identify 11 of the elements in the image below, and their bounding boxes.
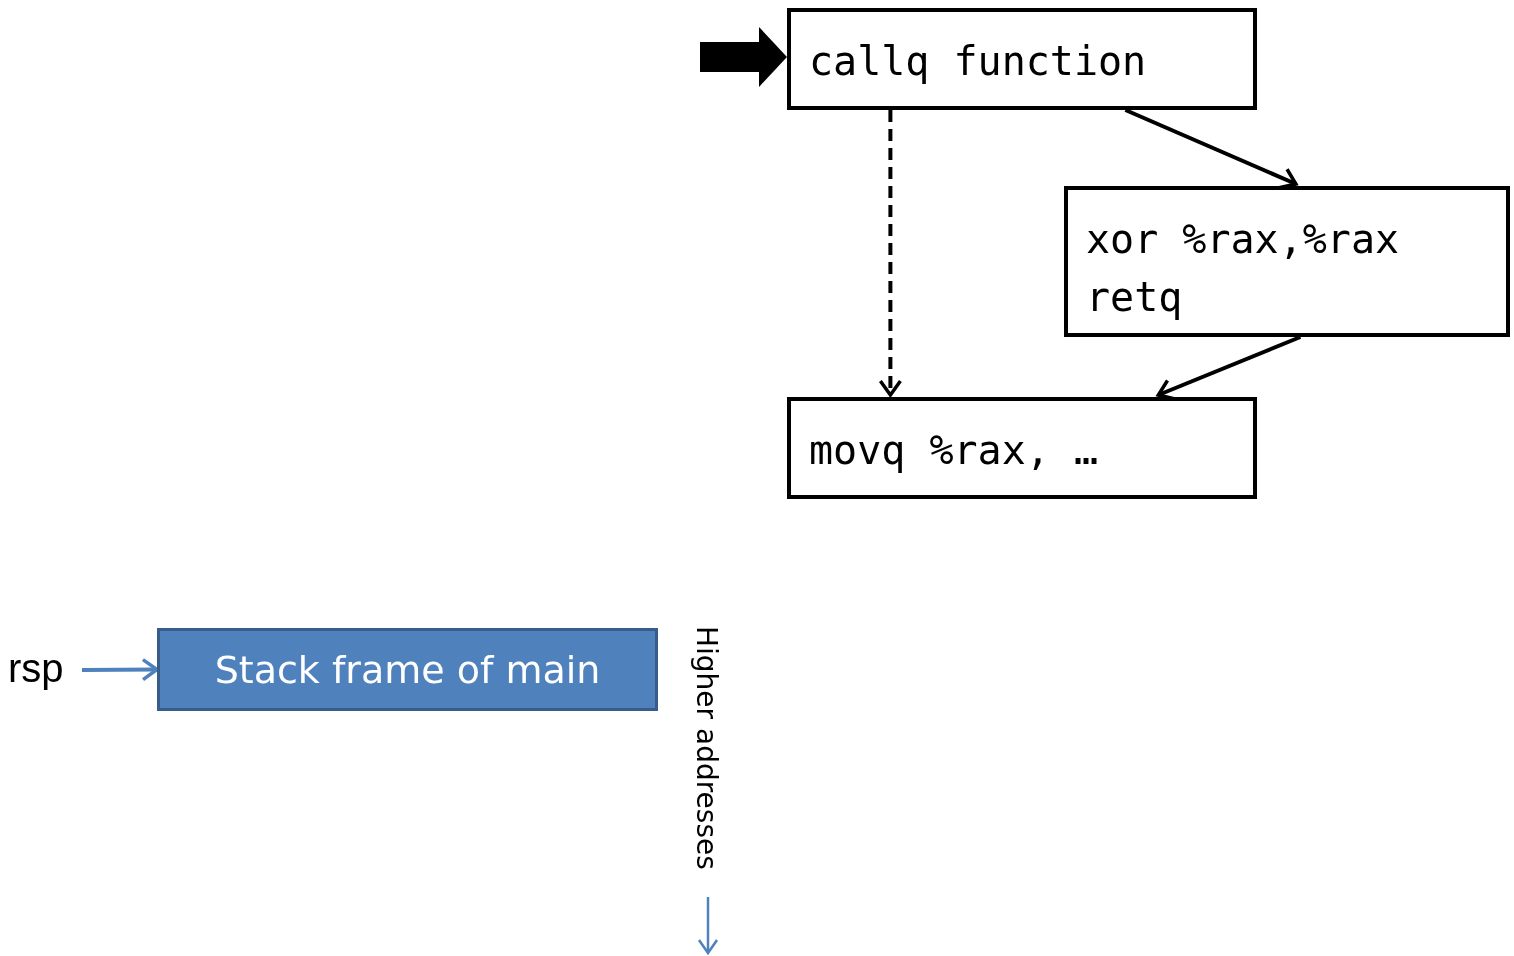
arrow	[82, 657, 159, 682]
code-line: xor %rax,%rax	[1086, 215, 1401, 264]
block-arrow	[700, 26, 787, 87]
axis-label: Higher addresses	[690, 626, 723, 870]
instruction-box: callq function	[787, 8, 1257, 110]
code-line: retq	[1086, 273, 1184, 322]
instruction-box	[1064, 186, 1510, 337]
arrow	[878, 110, 903, 397]
stack-frame-box: Stack frame of main	[157, 628, 658, 711]
instruction-box: movq %rax, …	[787, 397, 1257, 499]
register-label: rsp	[8, 646, 74, 694]
